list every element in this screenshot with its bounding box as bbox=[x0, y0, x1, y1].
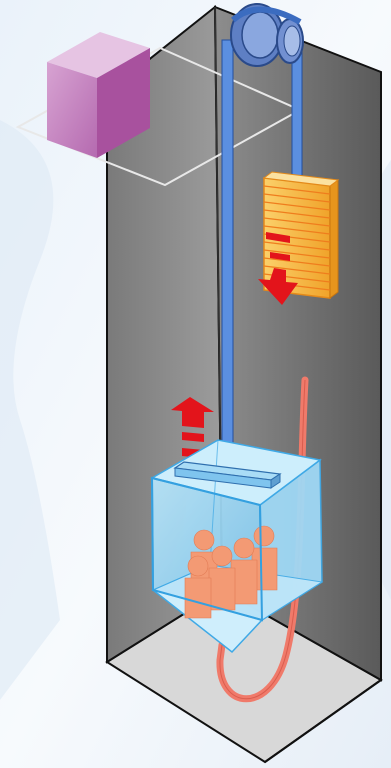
hoist-rope-wrap bbox=[231, 6, 302, 25]
deflector-sheave bbox=[276, 18, 304, 64]
passenger-person-icon bbox=[251, 525, 278, 591]
background-cloud bbox=[0, 120, 60, 700]
shaft-floor-edge bbox=[264, 679, 382, 763]
passenger-person-icon bbox=[230, 537, 258, 605]
motor-housing bbox=[47, 32, 150, 158]
arrow-down-icon bbox=[258, 232, 298, 305]
passengers bbox=[184, 525, 278, 619]
car-front-edge bbox=[150, 476, 264, 622]
hoist-rope-car-side bbox=[221, 39, 234, 471]
car-crosshead bbox=[173, 461, 282, 489]
passenger-person-icon bbox=[208, 545, 236, 611]
passenger-person-icon bbox=[184, 555, 212, 619]
